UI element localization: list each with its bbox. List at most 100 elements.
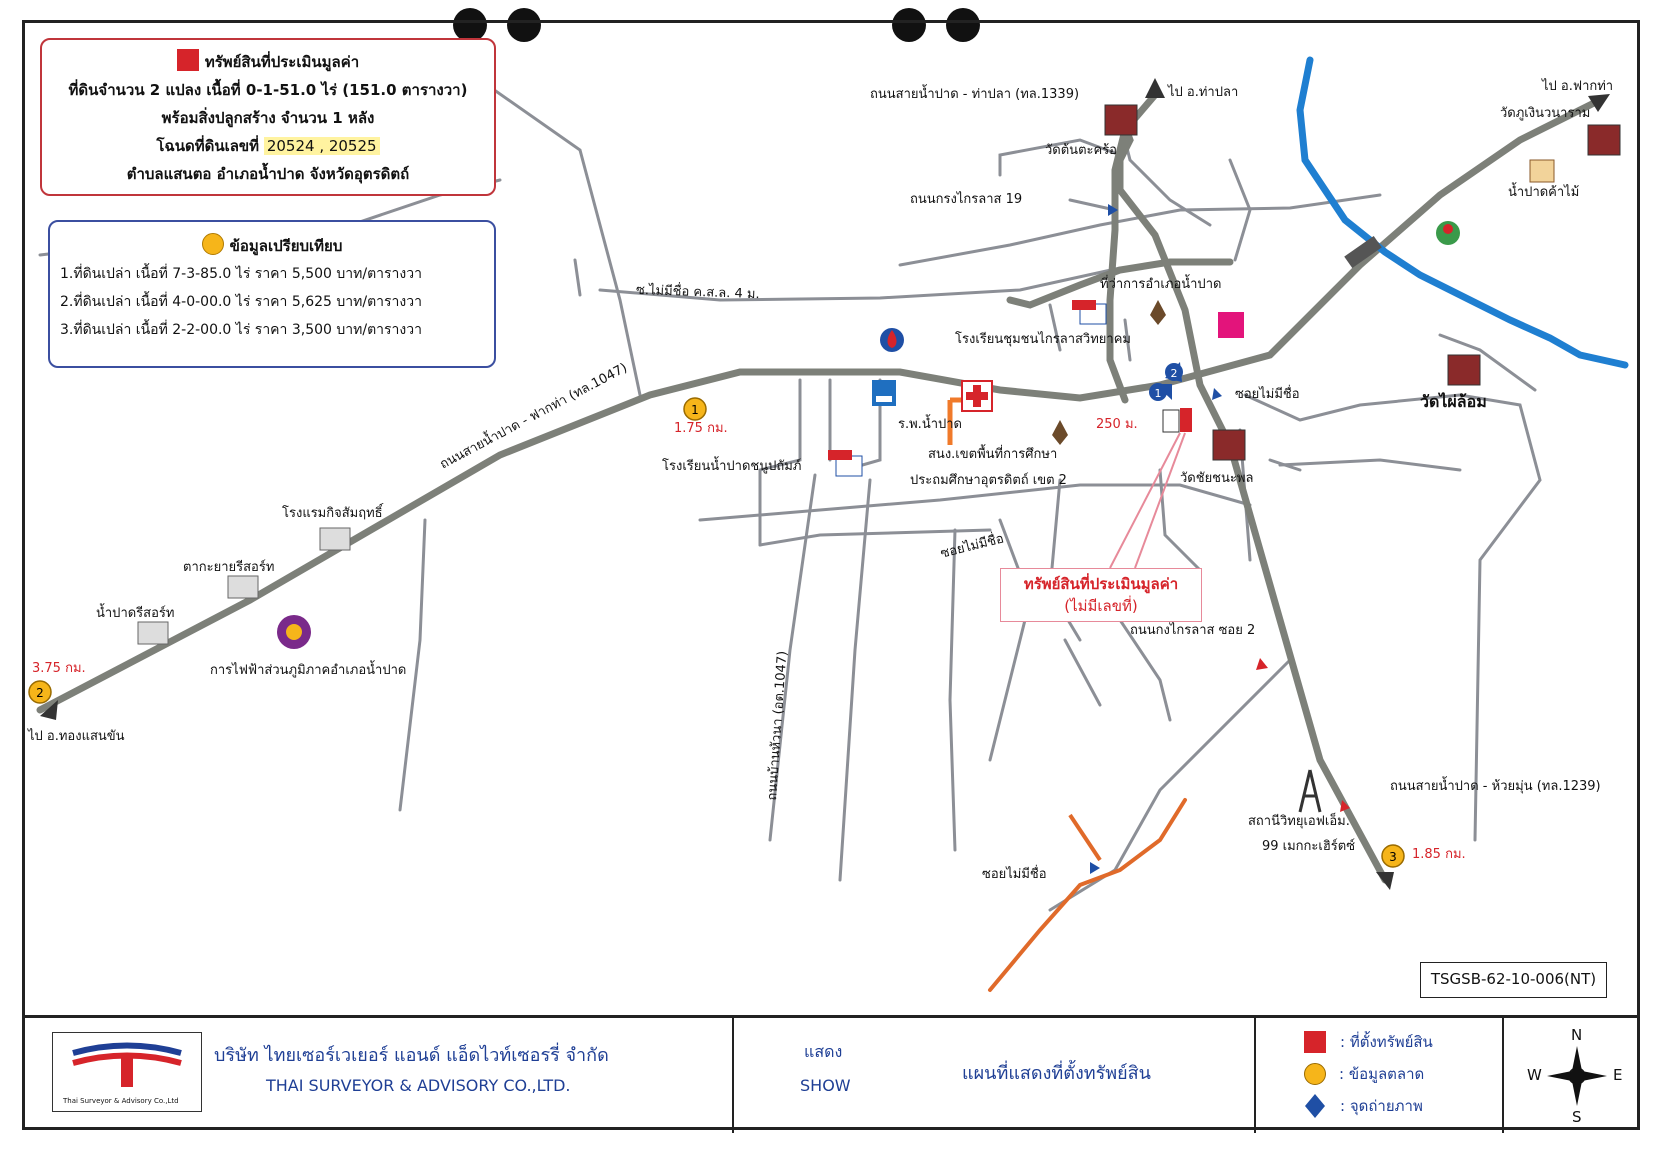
- deed-numbers: 20524 , 20525: [263, 137, 380, 155]
- road-marker-icon: [1090, 862, 1100, 874]
- road-marker-icon: [1108, 204, 1118, 216]
- asset-info-line2: พร้อมสิ่งปลูกสร้าง จำนวน 1 หลัง: [161, 109, 375, 127]
- temple-label: วัดภูเงินวนาราม: [1500, 106, 1591, 121]
- legend-item: : จุดถ่ายภาพ: [1304, 1090, 1494, 1122]
- road: [1243, 393, 1542, 842]
- show-label-en: SHOW: [800, 1076, 851, 1095]
- place-label: ร.พ.น้ำปาด: [898, 417, 962, 432]
- asset-info-title: ทรัพย์สินที่ประเมินมูลค่า: [204, 53, 360, 71]
- destination-label: ไป อ.ท่าปลา: [1168, 85, 1239, 100]
- asset-callout: ทรัพย์สินที่ประเมินมูลค่า (ไม่มีเลขที่): [1000, 568, 1202, 622]
- road: [398, 518, 427, 812]
- road: [998, 138, 1122, 177]
- unnamed-soi-orange: [988, 798, 1187, 992]
- binder-hole: [453, 8, 487, 42]
- road-marker-icon: [1212, 388, 1222, 400]
- road: [1228, 158, 1252, 262]
- asset-location[interactable]: [1162, 408, 1192, 433]
- asset-info-line1: ที่ดินจำนวน 2 แปลง เนื้อที่ 0-1-51.0 ไร่…: [68, 81, 468, 99]
- legend-label: : จุดถ่ายภาพ: [1340, 1097, 1423, 1115]
- compass-rose-icon: [1547, 1046, 1607, 1106]
- legend-item: : ข้อมูลตลาด: [1304, 1058, 1494, 1090]
- company-logo: Thai Surveyor & Advisory Co.,Ltd: [52, 1032, 202, 1112]
- asset-info-location: ตำบลแสนตอ อำเภอน้ำปาด จังหวัดอุตรดิตถ์: [126, 165, 410, 183]
- map-title: แผนที่แสดงที่ตั้งทรัพย์สิน: [962, 1063, 1151, 1084]
- road-label-1339: ถนนสายน้ำปาด - ท่าปลา (ทล.1339): [870, 87, 1080, 102]
- legend: : ที่ตั้งทรัพย์สิน : ข้อมูลตลาด : จุดถ่า…: [1304, 1026, 1494, 1122]
- place-label: โรงเรียนชุมชนไกรลาสวิทยาคม: [955, 332, 1131, 347]
- place-label: สถานีวิทยุเอฟเอ็ม.: [1248, 814, 1350, 829]
- comparison-title: ข้อมูลเปรียบเทียบ: [229, 237, 343, 255]
- arrow-to-thongsaenkhan-icon: [40, 700, 58, 720]
- asset-square-icon: [1304, 1031, 1326, 1053]
- road: [758, 528, 992, 547]
- arrow-to-huaymun-icon: [1376, 872, 1394, 890]
- binder-hole: [507, 8, 541, 42]
- road: [1123, 318, 1132, 362]
- divider: [1502, 1018, 1504, 1133]
- asset-square-icon: [176, 49, 199, 71]
- market-circle-icon: [201, 233, 224, 255]
- main-roads: [36, 91, 1604, 884]
- place-label: 99 เมกกะเฮิร์ตซ์: [1262, 839, 1356, 854]
- road: [1158, 468, 1202, 572]
- destination-label: ไป อ.ทองแสนขัน: [28, 729, 125, 744]
- temple-label: วัดชัยชนะพล: [1180, 471, 1254, 486]
- main-road-1047: [36, 96, 1604, 714]
- road: [1048, 303, 1062, 352]
- compass-w: W: [1527, 1066, 1542, 1084]
- legend-label: : ที่ตั้งทรัพย์สิน: [1340, 1033, 1433, 1051]
- photo-point-1[interactable]: 1: [1149, 383, 1172, 401]
- asset-callout-subtitle: (ไม่มีเลขที่): [1064, 597, 1138, 615]
- market-point-2[interactable]: 2: [28, 680, 52, 704]
- road: [1438, 333, 1537, 392]
- main-road-1339: [1116, 108, 1389, 884]
- road: [1278, 458, 1462, 472]
- distance-label: 1.75 กม.: [674, 421, 728, 436]
- photo-point-2[interactable]: 2: [1165, 362, 1183, 382]
- unnamed-soi-orange: [1068, 813, 1102, 862]
- flag-building-icon: [828, 300, 1107, 477]
- photo-point-number: 1: [1155, 387, 1162, 400]
- asset-callout-title: ทรัพย์สินที่ประเมินมูลค่า: [1023, 575, 1179, 593]
- comparison-item: 3.ที่ดินเปล่า เนื้อที่ 2-2-00.0 ไร่ ราคา…: [60, 322, 422, 338]
- temple-label: วัดต้นตะคร้อ: [1045, 143, 1117, 158]
- road: [768, 473, 817, 842]
- asset-info-deed-label: โฉนดที่ดินเลขที่: [156, 137, 260, 155]
- main-road-inner: [1006, 258, 1234, 309]
- compass-s: S: [1572, 1108, 1582, 1126]
- distance-label: 250 ม.: [1096, 417, 1138, 432]
- market-point-3[interactable]: 3: [1381, 844, 1405, 868]
- government-seal-icon: [1052, 300, 1166, 445]
- company-name-th: บริษัท ไทยเซอร์เวเยอร์ แอนด์ แอ็ดไวท์เซอ…: [214, 1045, 609, 1066]
- road-marker-icon: [1340, 800, 1350, 812]
- divider: [732, 1018, 734, 1133]
- document-code: TSGSB-62-10-006(NT): [1420, 962, 1607, 998]
- road: [573, 258, 582, 297]
- road: [698, 483, 1252, 522]
- place-label: ประถมศึกษาอุตรดิตถ์ เขต 2: [910, 473, 1067, 488]
- legend-item: : ที่ตั้งทรัพย์สิน: [1304, 1026, 1494, 1058]
- arrow-to-fakta-icon: [1588, 94, 1610, 112]
- road: [1068, 198, 1117, 212]
- place-label: สนง.เขตพื้นที่การศึกษา: [928, 447, 1058, 462]
- compass-e: E: [1613, 1066, 1623, 1084]
- map-frame: [22, 20, 1640, 1130]
- road: [1048, 658, 1292, 912]
- road-marker-icon: [1256, 658, 1268, 670]
- arrow-to-thapla-icon: [1145, 78, 1165, 98]
- legend-label: : ข้อมูลตลาด: [1339, 1065, 1425, 1083]
- place-label: ที่ว่าการอำเภอน้ำปาด: [1100, 277, 1222, 292]
- temple-label: วัดไผ่ล้อม: [1420, 392, 1487, 411]
- gsb-logo-icon: [1218, 312, 1244, 338]
- asset-leader-line: [1134, 432, 1186, 569]
- place-label: น้ำปาดค้าไม้: [1508, 185, 1580, 200]
- market-circle-icon: [1304, 1063, 1326, 1085]
- asset-leader-line: [1109, 432, 1181, 569]
- road: [838, 478, 872, 882]
- market-point-1[interactable]: 1: [683, 397, 707, 421]
- road-label: ซอยไม่มีชื่อ: [1235, 387, 1300, 402]
- place-label: ตากะยายรีสอร์ท: [183, 560, 275, 575]
- road: [758, 378, 802, 547]
- road: [598, 266, 1122, 302]
